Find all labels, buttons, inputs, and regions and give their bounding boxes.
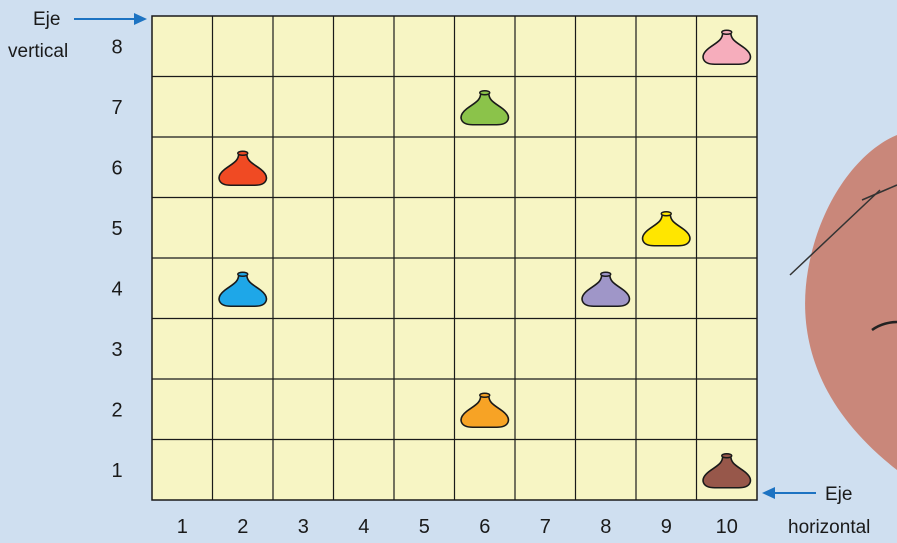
y-axis-ticks: 1 2 3 4 5 6 7 8	[111, 36, 122, 482]
horizontal-axis-arrow	[762, 487, 816, 499]
vase-mouth	[601, 272, 611, 276]
x-tick-label: 9	[661, 516, 672, 538]
vertical-axis-arrow	[74, 13, 147, 25]
vase-mouth	[722, 30, 732, 34]
vase-mouth	[480, 91, 490, 95]
vase-mouth	[661, 212, 671, 216]
vase-mouth	[238, 151, 248, 155]
x-tick-label: 7	[540, 516, 551, 538]
x-tick-label: 10	[716, 516, 738, 538]
y-tick-label: 8	[111, 36, 122, 58]
hand-illustration	[790, 135, 897, 470]
x-tick-label: 6	[479, 516, 490, 538]
horizontal-axis-label-line2: horizontal	[788, 517, 870, 538]
x-axis-ticks: 1 2 3 4 5 6 7 8 9 10	[177, 516, 738, 538]
x-tick-label: 1	[177, 516, 188, 538]
x-tick-label: 5	[419, 516, 430, 538]
y-tick-label: 3	[111, 339, 122, 361]
vertical-axis-label-line2: vertical	[8, 41, 68, 62]
y-tick-label: 7	[111, 97, 122, 119]
y-tick-label: 2	[111, 399, 122, 421]
y-tick-label: 1	[111, 460, 122, 482]
horizontal-axis-label-line1: Eje	[825, 484, 852, 505]
x-tick-label: 4	[358, 516, 369, 538]
vertical-axis-label-line1: Eje	[33, 9, 60, 30]
vase-mouth	[238, 272, 248, 276]
y-tick-label: 6	[111, 157, 122, 179]
y-tick-label: 4	[111, 278, 122, 300]
hand-shape	[805, 135, 897, 470]
vase-mouth	[480, 393, 490, 397]
x-tick-label: 3	[298, 516, 309, 538]
y-tick-label: 5	[111, 218, 122, 240]
vase-mouth	[722, 454, 732, 458]
x-tick-label: 2	[237, 516, 248, 538]
x-tick-label: 8	[600, 516, 611, 538]
